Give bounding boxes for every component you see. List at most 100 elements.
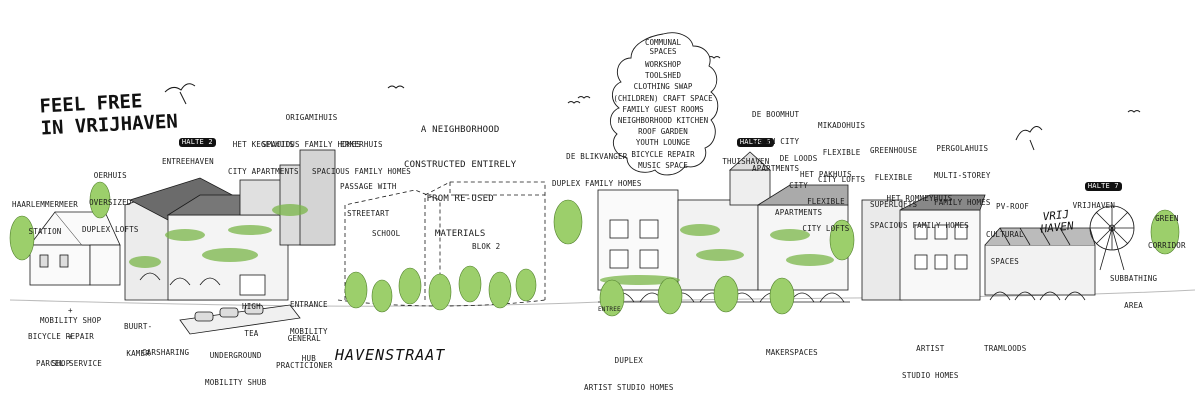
communal-item: FAMILY GUEST ROOMS (622, 104, 704, 114)
label-title: MIKADOHUIS (818, 121, 866, 130)
label-line: BICYCLE REPAIR (28, 332, 95, 341)
label-subbathing: SUBBATHING AREA (1110, 256, 1157, 328)
label-sub: CITY (789, 181, 809, 190)
label-sub: FLEXIBLE (822, 148, 861, 157)
label-title: TRAMLOODS (984, 344, 1027, 353)
label-sub: MULTI-STOREY (934, 171, 991, 180)
stop-badge: HALTE 2 (178, 138, 216, 147)
greenery-facade (600, 224, 834, 285)
communal-item: (CHILDREN) CRAFT SPACE (613, 93, 713, 103)
label-tramloods: TRAMLOODS (984, 326, 1026, 371)
label-line: BUURT- (124, 322, 153, 331)
label-passage: PASSAGE WITH STREETART (340, 164, 397, 236)
label-plus: + (68, 306, 73, 315)
greenery-facade (129, 204, 308, 268)
label-sub: SPACIOUS FAMILY HOMES (870, 221, 970, 230)
label-line: UNDERGROUND (209, 351, 262, 360)
concept-line1: A NEIGHBORHOOD (420, 125, 500, 135)
street-trees (9, 181, 1180, 317)
label-makerspaces: MAKERSPACES (766, 330, 818, 375)
bird-icon (387, 85, 405, 89)
label-blikvanger: DE BLIKVANGER DUPLEX FAMILY HOMES (552, 134, 642, 206)
label-entrancehub: ENTRANCE MOBILITY HUB (290, 282, 328, 381)
label-sub: OVERSIZED (89, 198, 132, 207)
label-line: SUBBATHING (1110, 274, 1158, 283)
label-title: PARCEL SERVICE (36, 359, 103, 368)
label-buurtkamer: BUURT- KAMER (124, 304, 152, 376)
underground-hub (179, 304, 301, 335)
communal-item: YOUTH LOUNGE (635, 138, 691, 148)
label-title: MAKERSPACES (766, 348, 818, 357)
ferris-wheel (1089, 205, 1135, 271)
label-title: HET ROMMEYHUIS (886, 194, 953, 203)
label-line: GREEN (1155, 214, 1179, 223)
label-title: CARSHARING (142, 348, 190, 357)
label-title: PERGOLAHUIS (936, 144, 989, 153)
label-sub: GREEN CITY (752, 137, 800, 146)
stop-badge: HALTE 5 (736, 138, 774, 147)
label-sub: CITY LOFTS (818, 175, 866, 184)
label-pvroof: PV-ROOF (996, 184, 1029, 229)
communal-item: ROOF GARDEN (638, 127, 688, 137)
concept-line3: FROM RE-USED (426, 194, 494, 204)
label-title: HET KEGELHUIS (232, 140, 295, 149)
label-practicioner: GENERAL PRACTICIONER (276, 316, 333, 388)
label-line: MOBILITY SHUB (205, 378, 267, 387)
concept-line2: CONSTRUCTED ENTIRELY (404, 159, 517, 170)
label-halte2: HALTE 2 ENTREEHAVEN (160, 128, 216, 184)
label-bicyclerepair: BICYCLE REPAIR SHOP (28, 314, 94, 386)
communal-item: BICYCLE REPAIR (631, 149, 695, 159)
communal-item: WORKSHOP (644, 60, 682, 69)
label-mobilityshop: MOBILITY SHOP (40, 298, 101, 343)
label-title: ORIGAMIHUIS (285, 113, 338, 122)
bird-icon (567, 96, 591, 104)
label-title: GREENHOUSE (870, 146, 918, 155)
label-line: ARTIST STUDIO HOMES (584, 383, 674, 392)
label-greencorridor: GREEN CORRIDOR (1148, 196, 1186, 268)
communal-title2: SPACES (649, 47, 677, 56)
label-entree: ENTREE (598, 287, 621, 332)
label-sub: CITY LOFTS (802, 224, 850, 233)
label-line: MOBILITY (290, 327, 328, 336)
communal-title1: COMMUNAL (644, 38, 682, 47)
label-line: STREETART (347, 209, 390, 218)
station-building (29, 211, 121, 286)
communal-item: TOOLSHED (644, 71, 682, 81)
label-title: DE BOOMHUT (752, 110, 800, 119)
label-halte7: HALTE 7 VRIJHAVEN (1066, 172, 1122, 228)
label-sub: SPACIOUS FAMILY HOMES (262, 140, 362, 149)
label-greenhouse: GREENHOUSE FLEXIBLE SUPERLOFTS (870, 128, 917, 227)
label-sub: DUPLEX LOFTS (82, 225, 139, 234)
label-loods: DE LOODS CITY APARTMENTS (775, 136, 822, 235)
label-oerhuis: OERHUIS OVERSIZED DUPLEX LOFTS (82, 153, 139, 252)
communal-spaces-list: COMMUNAL SPACES WORKSHOP TOOLSHED CLOTHI… (606, 38, 720, 171)
label-plus: + (68, 332, 73, 341)
label-mikadohuis: MIKADOHUIS FLEXIBLE CITY LOFTS (818, 103, 865, 202)
label-line: STUDIO HOMES (902, 371, 959, 380)
label-sub: VRIJHAVEN (1072, 201, 1116, 210)
label-sub: APARTMENTS (752, 164, 800, 173)
label-title: ENTREE (598, 306, 621, 313)
label-line: PRACTICIONER (276, 361, 333, 370)
label-kegelhuis: HET KEGELHUIS CITY APARTMENTS (228, 122, 299, 194)
school-label: SCHOOL (372, 229, 401, 238)
label-sub: ENTREEHAVEN (161, 157, 214, 166)
label-boomhut: DE BOOMHUT GREEN CITY APARTMENTS (752, 92, 799, 191)
label-origamihuis: ORIGAMIHUIS SPACIOUS FAMILY HOMES (262, 95, 361, 167)
label-line: HIGH (242, 302, 261, 311)
label-hightea: HIGH TEA (242, 284, 261, 356)
label-sub: FLEXIBLE (807, 197, 845, 206)
label-line: KAMER (126, 349, 150, 358)
label-sub: CITY APARTMENTS (228, 167, 299, 176)
bird-icon (1015, 126, 1043, 151)
blok2-label: BLOK 2 (472, 242, 501, 251)
label-duplexartist: DUPLEX ARTIST STUDIO HOMES (584, 338, 674, 410)
street-name: HAVENSTRAAT (335, 346, 446, 364)
label-title: OERHUIS (93, 171, 127, 180)
label-erkerhuis: ERKERHUIS SPACIOUS FAMILY HOMES (312, 122, 411, 194)
label-sub: STATION (28, 227, 62, 236)
communal-item: NEIGHBORHOOD KITCHEN (617, 116, 709, 126)
label-line: CORRIDOR (1148, 241, 1186, 250)
vrijhaven-block (861, 194, 1096, 301)
